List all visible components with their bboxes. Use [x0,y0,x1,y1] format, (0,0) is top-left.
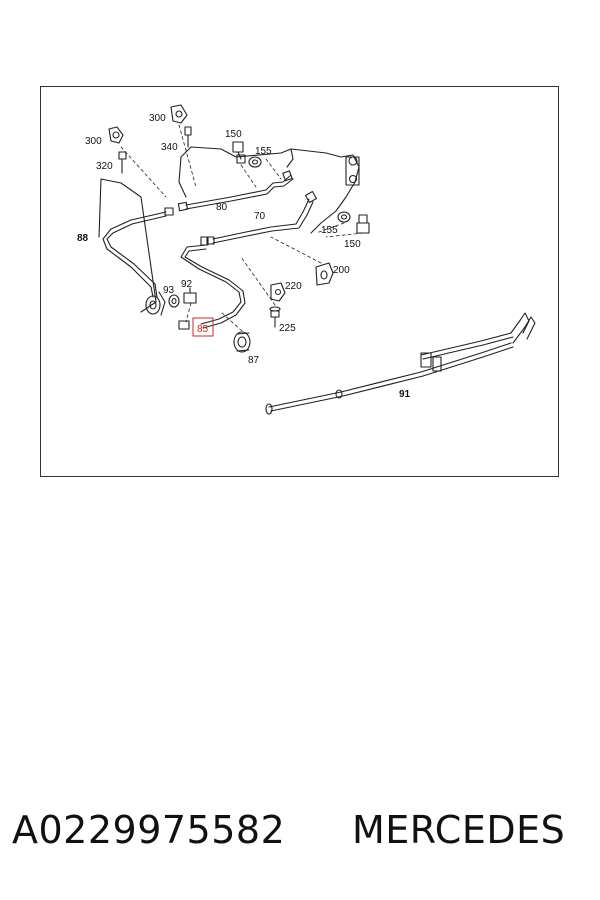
callout-93: 93 [163,285,175,296]
callout-92: 92 [181,279,193,290]
callout-91: 91 [399,389,411,400]
callout-225: 225 [279,323,296,334]
callout-155-upper: 155 [255,146,272,157]
clamp-220 [270,282,286,302]
brand-name: MERCEDES [352,808,566,852]
exploded-view-drawing: 300 300 150 340 155 320 80 70 88 155 150… [77,104,536,415]
callout-70: 70 [254,211,266,222]
clamp-200 [315,262,334,286]
part-80-tube [177,170,294,212]
callout-155-right: 155 [321,225,338,236]
callout-220: 220 [285,281,302,292]
part-87-grommet [233,331,251,353]
callout-300-upper: 300 [149,113,166,124]
bolt-320 [118,151,127,174]
callout-300-left: 300 [85,136,102,147]
guide-lines [120,124,364,332]
footer: A0229975582 MERCEDES [0,800,600,860]
part-70-tube [206,190,318,245]
callout-150-right: 150 [344,239,361,250]
parts-diagram: 300 300 150 340 155 320 80 70 88 155 150… [40,86,559,477]
washer-155-upper [248,156,262,168]
washer-155-right [337,211,351,223]
transmission-housing [98,146,360,313]
part-93-washer [168,294,180,308]
highlight-box-85 [192,317,214,337]
callout-320: 320 [96,161,113,172]
clamp-300-upper [170,104,188,124]
callout-85-highlighted: 85 [197,324,209,335]
clamp-300-left [108,126,124,144]
fitting-150-upper [232,141,246,164]
callout-200: 200 [333,265,350,276]
callout-80: 80 [216,202,228,213]
part-92-fitting [183,287,197,304]
part-91-pipe-assembly [265,312,536,415]
part-88-pipe [102,207,174,316]
callout-150-upper: 150 [225,129,242,140]
callout-340: 340 [161,142,178,153]
callout-87: 87 [248,355,260,366]
fitting-150-right [356,214,370,234]
bolt-340 [184,126,192,148]
bolt-225 [269,306,281,328]
part-number: A0229975582 [12,808,286,852]
callout-88: 88 [77,233,89,244]
